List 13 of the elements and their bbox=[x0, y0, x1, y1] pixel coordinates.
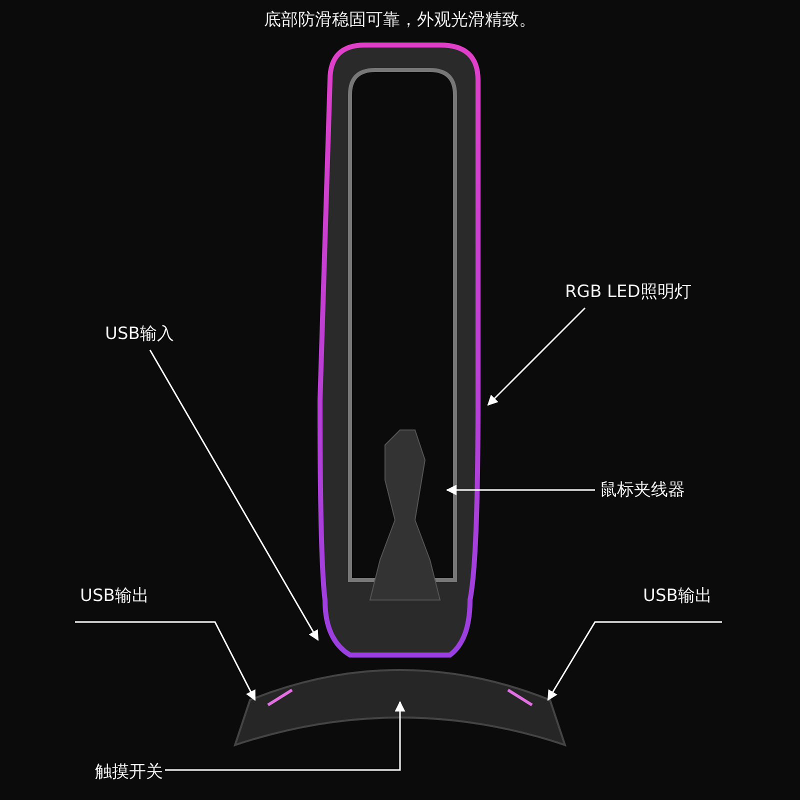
callout-label: USB输出 bbox=[643, 584, 712, 607]
leader-line bbox=[75, 621, 256, 701]
callout-label: USB输出 bbox=[80, 584, 149, 607]
callout-label: USB输入 bbox=[105, 322, 174, 345]
leader-line bbox=[149, 350, 319, 641]
leader-line bbox=[446, 484, 595, 496]
callout-label: 触摸开关 bbox=[95, 760, 163, 783]
leader-line bbox=[547, 621, 722, 701]
callout-label: 鼠标夹线器 bbox=[600, 478, 685, 501]
leader-line bbox=[165, 700, 406, 771]
callout-label: RGB LED照明灯 bbox=[565, 280, 692, 303]
leader-line bbox=[487, 307, 586, 406]
title: 底部防滑稳固可靠，外观光滑精致。 bbox=[263, 9, 537, 31]
